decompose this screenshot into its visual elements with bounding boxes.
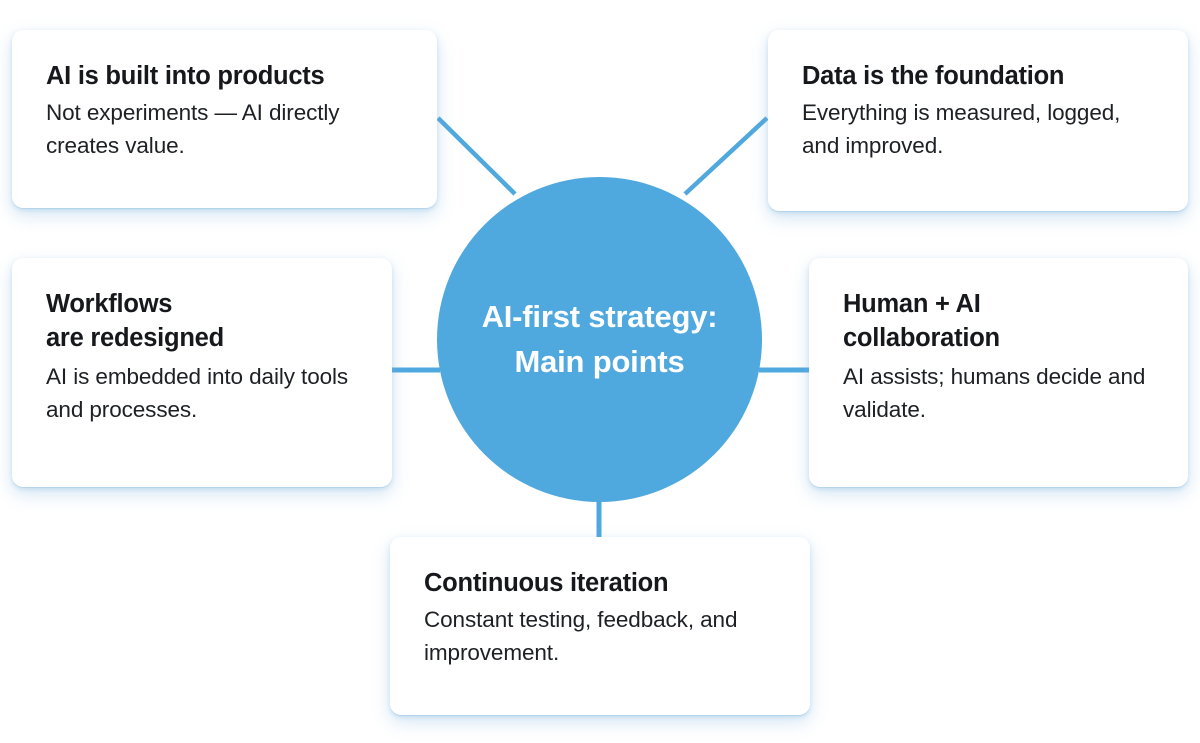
card-workflows-are-redesigned[interactable]: Workflows are redesigned AI is embedded … [12, 258, 392, 487]
card-continuous-iteration[interactable]: Continuous iteration Constant testing, f… [390, 537, 810, 715]
card-body: AI assists; humans decide and validate. [843, 363, 1146, 422]
card-title: Continuous iteration [424, 569, 669, 597]
card-title: Human + AI collaboration [843, 290, 1000, 352]
connector-hub-to-top-left [436, 116, 517, 196]
central-hub-circle[interactable]: AI-first strategy: Main points [437, 177, 762, 502]
card-title: Data is the foundation [802, 62, 1065, 90]
card-body: AI is embedded into daily tools and proc… [46, 363, 349, 422]
card-data-is-the-foundation[interactable]: Data is the foundation Everything is mea… [768, 30, 1188, 211]
central-hub-label: AI-first strategy: Main points [481, 299, 718, 379]
card-human-plus-ai-collaboration[interactable]: Human + AI collaboration AI assists; hum… [809, 258, 1188, 487]
connector-hub-to-top-right [683, 116, 769, 196]
card-title: AI is built into products [46, 62, 325, 90]
card-body: Constant testing, feedback, and improvem… [424, 606, 738, 665]
card-title: Workflows are redesigned [46, 290, 224, 352]
card-body: Everything is measured, logged, and impr… [802, 99, 1121, 158]
card-ai-is-built-into-products[interactable]: AI is built into products Not experiment… [12, 30, 437, 208]
card-body: Not experiments — AI directly creates va… [46, 99, 340, 158]
